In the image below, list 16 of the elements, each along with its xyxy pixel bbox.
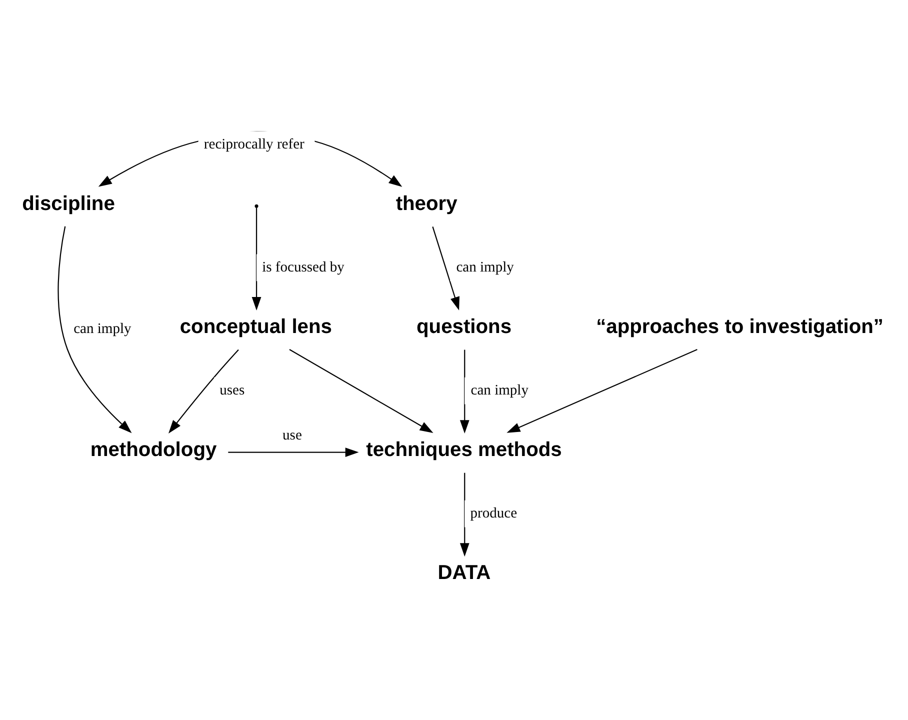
- edge-label: is focussed by: [262, 259, 344, 276]
- node-text: DATA: [438, 562, 491, 584]
- node-text: questions: [416, 316, 512, 338]
- edge-label: use: [282, 427, 302, 444]
- edge-label: produce: [470, 506, 518, 522]
- node-text: techniques methods: [366, 439, 562, 462]
- edge-label: can imply: [456, 259, 514, 276]
- node-text: “approaches to investigation”: [596, 316, 884, 338]
- node-text: discipline: [22, 192, 115, 215]
- edge-label: can imply: [470, 382, 528, 399]
- edge-label: uses: [220, 382, 245, 399]
- edge-label: can imply: [74, 321, 132, 338]
- node-text: conceptual lens: [180, 316, 332, 338]
- node-text: methodology: [90, 439, 217, 462]
- node-text: theory: [396, 192, 458, 215]
- edge-label: reciprocally refer: [204, 136, 304, 152]
